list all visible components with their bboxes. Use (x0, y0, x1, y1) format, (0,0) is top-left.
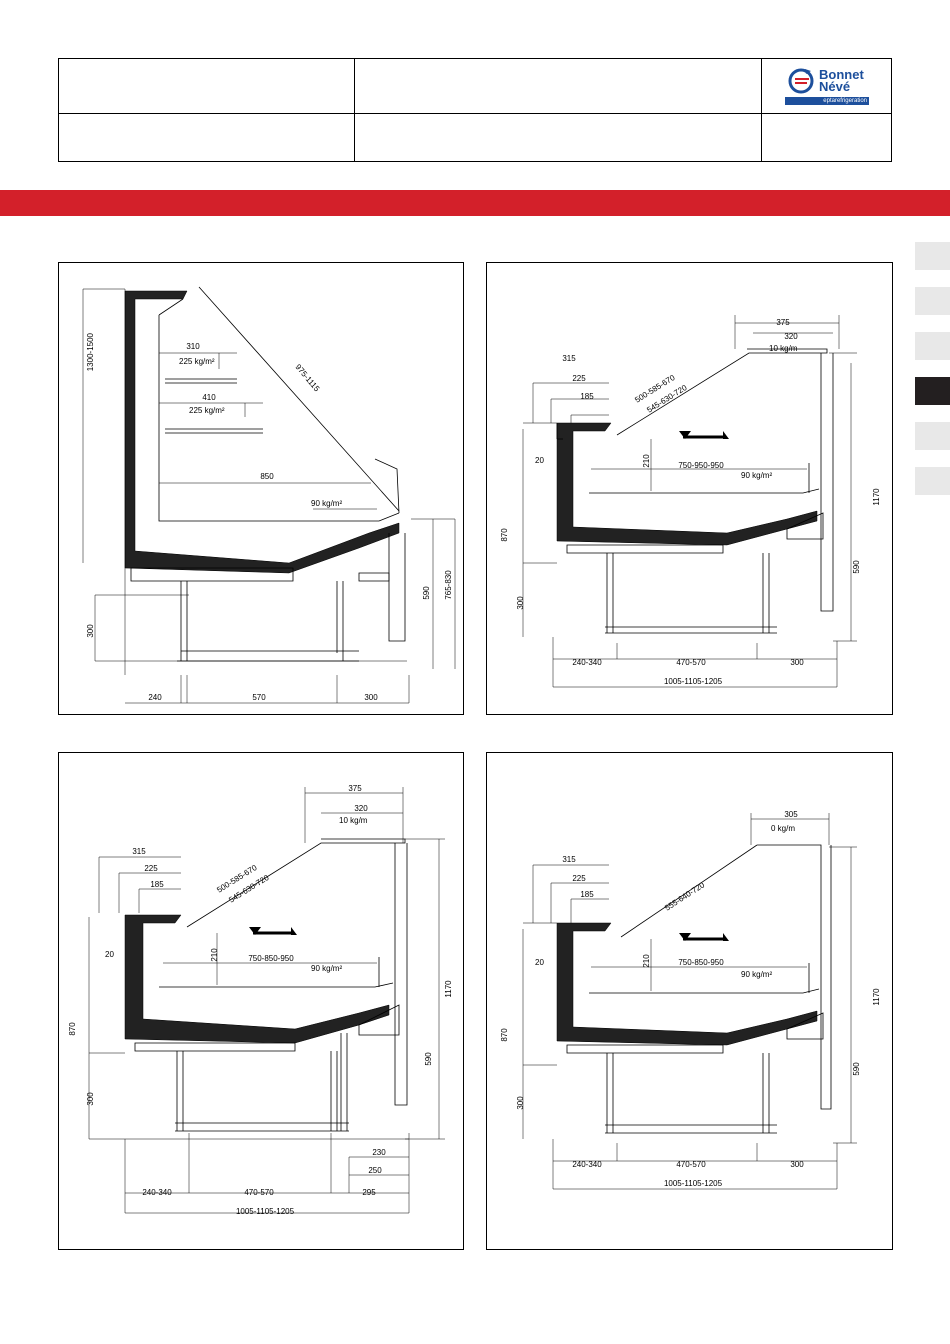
cross-section-drawing-4: 305 0 kg/m 315 225 185 555-640-720 20 21… (500, 810, 881, 1190)
dim-label: 765-830 (444, 570, 453, 600)
dim-label: 300 (790, 658, 804, 667)
dim-label: 225 kg/m² (189, 406, 225, 415)
dim-label: 315 (562, 354, 576, 363)
dim-label: 870 (68, 1022, 77, 1036)
dim-label: 230 (372, 1148, 386, 1157)
dim-label: 750-950-950 (678, 461, 724, 470)
logo-swirl-icon (788, 68, 814, 94)
section-band (0, 190, 950, 216)
dim-label: 470-570 (676, 1160, 706, 1169)
dim-label: 240-340 (142, 1188, 172, 1197)
header-divider (354, 59, 355, 161)
dim-label: 1170 (872, 988, 881, 1006)
cross-section-drawing-1: 1300-1500 310 225 kg/m² 410 225 kg/m² 97… (82, 286, 456, 704)
dim-label: 20 (535, 456, 544, 465)
side-tab[interactable] (915, 242, 950, 270)
dim-label: 375 (776, 318, 790, 327)
dim-label: 1170 (444, 980, 453, 998)
drawing-panel-4: 305 0 kg/m 315 225 185 555-640-720 20 21… (486, 752, 893, 1250)
dim-label: 750-850-950 (678, 958, 724, 967)
dim-label: 375 (348, 784, 362, 793)
dim-label: 185 (580, 890, 594, 899)
cross-section-drawing-2: 375 320 10 kg/m 315 225 185 500-585-670 … (500, 315, 881, 688)
dim-label: 295 (362, 1188, 376, 1197)
side-tab[interactable] (915, 422, 950, 450)
dim-label: 410 (202, 393, 216, 402)
dim-label: 210 (642, 954, 651, 968)
dim-label: 225 (572, 874, 586, 883)
dim-label: 10 kg/m (339, 816, 368, 825)
brand-name-line1: Bonnet (819, 67, 864, 82)
dim-label: 750-850-950 (248, 954, 294, 963)
brand-logo: Bonnet Névé eptarefrigeration (785, 67, 875, 107)
dim-label: 315 (132, 847, 146, 856)
dim-label: 240 (148, 693, 162, 702)
dim-label: 90 kg/m² (741, 970, 772, 979)
dim-label: 210 (642, 454, 651, 468)
dim-label: 90 kg/m² (741, 471, 772, 480)
dim-label: 590 (422, 586, 431, 600)
dim-label: 590 (852, 560, 861, 574)
dim-label: 850 (260, 472, 274, 481)
dim-label: 570 (252, 693, 266, 702)
dim-label: 90 kg/m² (311, 499, 342, 508)
dim-label: 300 (86, 624, 95, 638)
dim-label: 225 kg/m² (179, 357, 215, 366)
dim-label: 1005-1105-1205 (236, 1207, 295, 1216)
drawing-panel-3: 375 320 10 kg/m 315 225 185 500-585-670 … (58, 752, 464, 1250)
dim-label: 590 (852, 1062, 861, 1076)
dim-label: 300 (790, 1160, 804, 1169)
dim-label: 870 (500, 528, 509, 542)
dim-label: 470-570 (676, 658, 706, 667)
side-tab[interactable] (915, 467, 950, 495)
dim-label: 250 (368, 1166, 382, 1175)
dim-label: 240-340 (572, 658, 602, 667)
dim-label: 470-570 (244, 1188, 274, 1197)
dim-label: 590 (424, 1052, 433, 1066)
dim-label: 1005-1105-1205 (664, 677, 723, 686)
dim-label: 210 (210, 948, 219, 962)
dim-label: 310 (186, 342, 200, 351)
header-divider (59, 113, 891, 114)
header-table: Bonnet Névé eptarefrigeration (58, 58, 892, 162)
dim-label: 305 (784, 810, 798, 819)
dim-label: 90 kg/m² (311, 964, 342, 973)
side-tab-active[interactable] (915, 377, 950, 405)
dim-label: 185 (150, 880, 164, 889)
dim-label: 555-640-720 (663, 880, 706, 913)
drawing-panel-1: 1300-1500 310 225 kg/m² 410 225 kg/m² 97… (58, 262, 464, 715)
dim-label: 225 (144, 864, 158, 873)
side-tab[interactable] (915, 332, 950, 360)
dim-label: 1005-1105-1205 (664, 1179, 723, 1188)
side-tab[interactable] (915, 287, 950, 315)
dim-label: 1300-1500 (86, 332, 95, 371)
dim-label: 240-340 (572, 1160, 602, 1169)
dim-label: 315 (562, 855, 576, 864)
dim-label: 0 kg/m (771, 824, 795, 833)
dim-label: 320 (354, 804, 368, 813)
header-divider (761, 59, 762, 161)
dim-label: 1170 (872, 488, 881, 506)
dim-label: 300 (516, 1096, 525, 1110)
brand-name-line2: Névé (819, 79, 851, 94)
dim-label: 20 (535, 958, 544, 967)
dim-label: 320 (784, 332, 798, 341)
dim-label: 20 (105, 950, 114, 959)
dim-label: 975-1115 (293, 363, 321, 394)
dim-label: 300 (516, 596, 525, 610)
dim-label: 225 (572, 374, 586, 383)
dim-label: 10 kg/m (769, 344, 798, 353)
dim-label: 870 (500, 1028, 509, 1042)
dim-label: 300 (364, 693, 378, 702)
cross-section-drawing-3: 375 320 10 kg/m 315 225 185 500-585-670 … (68, 784, 453, 1216)
dim-label: 300 (86, 1092, 95, 1106)
dim-label: 185 (580, 392, 594, 401)
drawing-panel-2: 375 320 10 kg/m 315 225 185 500-585-670 … (486, 262, 893, 715)
brand-tagline: eptarefrigeration (785, 97, 869, 105)
